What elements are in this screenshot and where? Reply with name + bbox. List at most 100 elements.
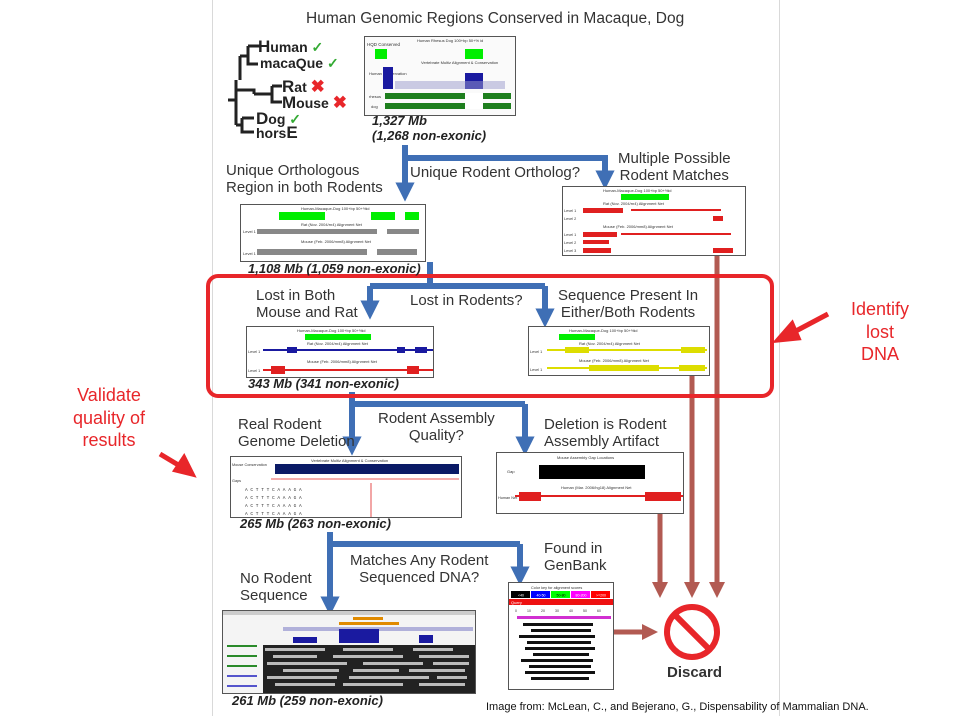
species-macaque: macaQue ✓ (260, 56, 339, 70)
score-bin-label-2: 50-80 (557, 594, 566, 598)
species-rat-rest: at (294, 79, 307, 95)
svg-text:60: 60 (597, 609, 601, 613)
question-matches-rodent-dna: Matches Any Rodent Sequenced DNA? (350, 552, 489, 587)
level1-label-8: Level 1 (530, 368, 542, 372)
level2-label-2: Level 2 (564, 241, 576, 245)
mouse-net-label-2: Mouse (Feb. 2006/mm8) Alignment Net (603, 224, 674, 229)
svg-text:A C T T T C A A A G A: A C T T T C A A A G A (245, 487, 302, 493)
svg-text:50: 50 (583, 609, 587, 613)
svg-text:A C T T T C A A A G A: A C T T T C A A A G A (245, 503, 302, 509)
species-horse-pre: hors (256, 125, 287, 141)
hrd-track-title: Human Rhesus Dog 100+bp 50+% id (417, 38, 483, 43)
species-mouse-initial: M (282, 93, 297, 112)
level1-label-4: Level 1 (564, 233, 576, 237)
species-mouse-rest: ouse (296, 95, 329, 111)
svg-text:30: 30 (555, 609, 559, 613)
stage1-mb: 1,327 Mb (372, 113, 427, 128)
question-lost-in-rodents: Lost in Rodents? (410, 292, 523, 309)
label-found-in-genbank: Found in GenBank (544, 540, 607, 575)
pointer-arrow-right-head (771, 319, 802, 344)
check-icon: ✓ (326, 55, 339, 71)
genbank-panel: Color key for alignment scores <40 40-50 5… (508, 582, 614, 690)
rat-net-label-2: Rat (Nov. 2004/rn4) Alignment Net (603, 201, 665, 206)
hmd-track-label-4: Human-Macaque-Dog 100+bp 50+%id (569, 328, 638, 333)
stage5-mb: 261 Mb (259 non-exonic) (232, 693, 383, 708)
mouse-net-label: Mouse (Feb. 2006/mm8) Alignment Net (301, 239, 372, 244)
species-macaque-pre: macaQ (260, 55, 307, 71)
label-sequence-present: Sequence Present In Either/Both Rodents (558, 287, 699, 322)
pointer-arrow-left-line (158, 451, 182, 469)
species-horse: horsE (256, 124, 298, 141)
label-no-rodent-sequence: No Rodent Sequence (240, 570, 312, 605)
real-deletion-panel: Vertebrate Multiz Alignment & Conservati… (230, 456, 462, 518)
mouse-net-label-3: Mouse (Feb. 2006/mm8) Alignment Net (307, 359, 378, 364)
color-key-label: Color key for alignment scores (531, 586, 582, 590)
species-rat-initial: R (282, 77, 295, 96)
question-unique-ortholog: Unique Rodent Ortholog? (410, 164, 581, 181)
label-unique-orthologous: Unique Orthologous Region in both Rodent… (226, 162, 383, 197)
multiz-label-2: Vertebrate Multiz Alignment & Conservati… (311, 458, 388, 463)
species-human-initial: H (258, 37, 271, 56)
rat-net-label-3: Rat (Nov. 2004/rn4) Alignment Net (307, 341, 369, 346)
species-dog-rest: og (268, 111, 286, 127)
label-lost-both: Lost in Both Mouse and Rat (256, 287, 358, 322)
mouse-gap-label: Mouse Assembly Gap Locations (557, 455, 614, 460)
image-credit: Image from: McLean, C., and Bejerano, G.… (486, 701, 869, 713)
score-bin-label-3: 80-200 (576, 594, 587, 598)
lost-both-panel: Human-Macaque-Dog 100+bp 50+%id Rat (Nov… (246, 326, 434, 378)
svg-text:20: 20 (541, 609, 545, 613)
hmd-track-label: Human-Macaque-Dog 100+bp 50+%id (301, 206, 370, 211)
rat-net-label: Rat (Nov. 2004/rn4) Alignment Net (301, 222, 363, 227)
discard-label: Discard (667, 664, 723, 681)
score-bin-3 (571, 591, 590, 598)
pointer-arrow-left-head (171, 453, 197, 478)
side-label-validate-quality: Validate quality of results (72, 385, 146, 450)
side-label-identify-lost-dna: Identify lost DNA (850, 299, 910, 364)
stage2-mb: 1,108 Mb (1,059 non-exonic) (248, 261, 421, 276)
arrow-stage4-down (327, 532, 520, 547)
level3-label: Level 3 (564, 249, 576, 253)
score-bin-label-0: <40 (518, 594, 524, 598)
score-color-key: <40 40-50 50-80 80-200 >=200 (511, 591, 610, 598)
question-assembly-quality: Rodent Assembly Quality? (378, 410, 495, 445)
svg-text:Query: Query (511, 600, 522, 605)
multiple-matches-panel: Human-Macaque-Dog 100+bp 50+%id Rat (Nov… (562, 186, 746, 256)
stage4-mb: 265 Mb (263 non-exonic) (240, 516, 391, 531)
score-bin-0 (511, 591, 530, 598)
rhesus-label: rhesus (369, 94, 381, 99)
score-bin-4 (591, 591, 610, 598)
human-net-title: Human (Mar. 2006/hg18) Alignment Net (561, 485, 632, 490)
top-browser-panel: HQD Conserved Human Rhesus Dog 100+bp 50… (364, 36, 516, 116)
species-horse-rest: E (286, 123, 298, 142)
multiz-title: Vertebrate Multiz Alignment & Conservati… (421, 60, 498, 65)
cross-icon: ✖ (332, 93, 347, 112)
svg-text:A C T T T C A A A G A: A C T T T C A A A G A (245, 511, 302, 517)
species-dog: Dog ✓ (256, 110, 301, 127)
species-rat: Rat ✖ (282, 78, 325, 95)
species-human: Human ✓ (258, 38, 323, 55)
no-rodent-panel (222, 610, 476, 694)
gaps-label: Gaps (232, 479, 241, 483)
level1-label-6: Level 1 (248, 369, 260, 373)
sequence-present-panel: Human-Macaque-Dog 100+bp 50+%id Rat (Nov… (528, 326, 710, 376)
species-macaque-rest: ue (306, 55, 324, 71)
score-bin-1 (531, 591, 550, 598)
stage3-mb: 343 Mb (341 non-exonic) (248, 376, 399, 391)
gap-label: Gap (507, 469, 515, 474)
score-bin-label-4: >=200 (596, 594, 606, 598)
arrow-to-multiple (405, 155, 615, 190)
score-bin-label-1: 40-50 (537, 594, 546, 598)
level1-label-3: Level 1 (564, 209, 576, 213)
dog-label: dog (371, 104, 378, 109)
mouse-net-label-4: Mouse (Feb. 2006/mm8) Alignment Net (579, 358, 650, 363)
level2-label: Level 2 (564, 217, 576, 221)
species-mouse: Mouse ✖ (282, 94, 347, 111)
hmd-track-label-2: Human-Macaque-Dog 100+bp 50+%id (603, 188, 672, 193)
level1-label-2: Level 1 (243, 251, 257, 256)
unique-ortholog-panel: Human-Macaque-Dog 100+bp 50+%id Rat (Nov… (240, 204, 426, 262)
level1-label-5: Level 1 (248, 350, 260, 354)
svg-text:40: 40 (569, 609, 573, 613)
score-bin-2 (551, 591, 570, 598)
hmd-track-label-3: Human-Macaque-Dog 100+bp 50+%id (297, 328, 366, 333)
